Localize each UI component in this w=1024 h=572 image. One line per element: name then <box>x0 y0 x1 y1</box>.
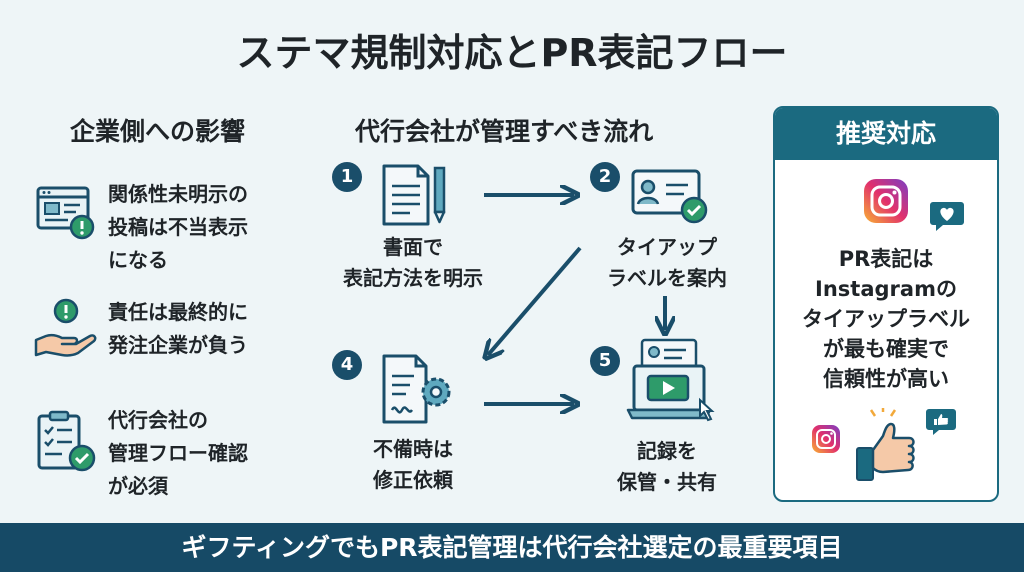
page-title: ステマ規制対応とPR表記フロー <box>236 31 788 75</box>
impact-item-3: 代行会社の 管理フロー確認 が必須 <box>108 408 248 498</box>
step-5-label: 記録を 保管・共有 <box>617 439 717 494</box>
arrow-step2-to-step4 <box>488 246 582 355</box>
instagram-small-icon <box>812 425 840 453</box>
step-2-number: 2 <box>590 162 620 192</box>
impact-item-1: 関係性未明示の 投稿は不当表示 になる <box>108 182 248 272</box>
warning-webpage-icon <box>36 186 95 240</box>
document-pen-icon <box>382 164 446 226</box>
heart-bubble-icon <box>930 202 964 231</box>
step-4-number: 4 <box>332 350 362 380</box>
step-2-label: タイアップ ラベルを案内 <box>607 235 727 290</box>
laptop-video-icon <box>626 338 715 422</box>
checklist-clipboard-icon <box>37 410 96 472</box>
step-1-number: 1 <box>332 162 362 192</box>
flow-arrows <box>470 170 740 430</box>
impact-heading: 企業側への影響 <box>70 117 246 146</box>
flow-heading: 代行会社が管理すべき流れ <box>355 117 654 146</box>
thumbs-up-icon <box>856 408 915 481</box>
document-gear-icon <box>382 354 451 424</box>
recommendation-text: PR表記は Instagramの タイアップラベル が最も確実で 信頼性が高い <box>802 247 970 391</box>
recommendation-box: 推奨対応 PR表記は Instagramの タイアップラベル が最も確実で 信頼… <box>773 106 999 502</box>
step-1-label: 書面で 表記方法を明示 <box>343 235 483 290</box>
impact-item-2: 責任は最終的に 発注企業が負う <box>108 300 248 357</box>
step-5-number: 5 <box>590 346 620 376</box>
step-4-label: 不備時は 修正依頼 <box>373 437 453 492</box>
profile-card-check-icon <box>631 169 708 224</box>
recommendation-heading: 推奨対応 <box>775 108 997 160</box>
instagram-icon <box>864 179 908 223</box>
hand-responsibility-icon <box>34 298 97 357</box>
like-bubble-icon <box>926 409 956 435</box>
footer-banner: ギフティングでもPR表記管理は代行会社選定の最重要項目 <box>0 523 1024 572</box>
